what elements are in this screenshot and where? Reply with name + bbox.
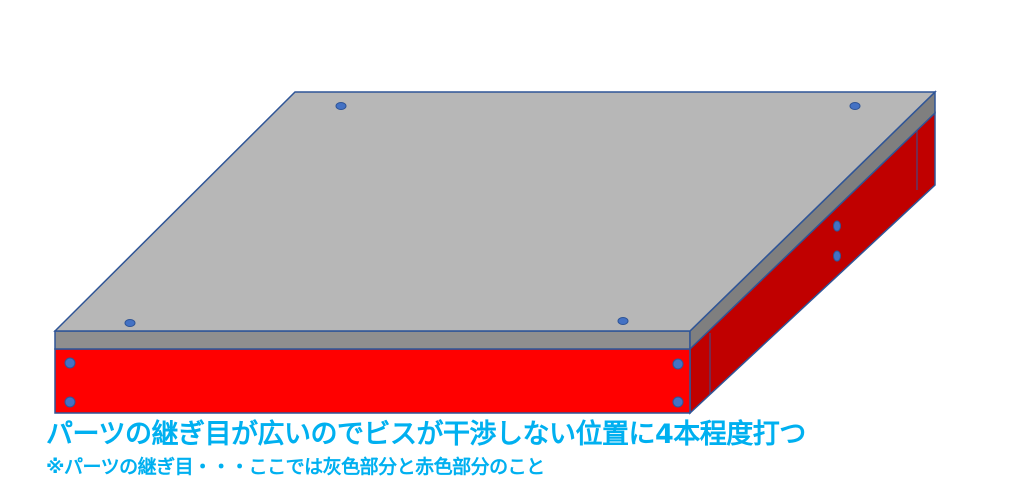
front-red-panel xyxy=(54,348,691,414)
top-panel-screws xyxy=(124,102,861,327)
top-panel-front-edge xyxy=(54,330,691,350)
main-caption: パーツの継ぎ目が広いのでビスが干渉しない位置に4本程度打つ xyxy=(46,419,806,450)
screw-icon xyxy=(833,250,841,262)
board-illustration xyxy=(53,90,937,415)
screw-icon xyxy=(124,319,136,327)
screw-icon xyxy=(849,102,861,110)
screw-icon xyxy=(672,396,684,408)
screw-icon xyxy=(64,396,76,408)
note-caption: ※パーツの継ぎ目・・・ここでは灰色部分と赤色部分のこと xyxy=(46,456,545,478)
front-panel-screws xyxy=(64,357,684,408)
screw-icon xyxy=(64,357,76,369)
side-panel-screws xyxy=(833,220,841,262)
screw-icon xyxy=(672,358,684,370)
screw-icon xyxy=(833,220,841,232)
screw-icon xyxy=(617,317,629,325)
top-grey-panel xyxy=(53,91,937,332)
screw-icon xyxy=(335,102,347,110)
